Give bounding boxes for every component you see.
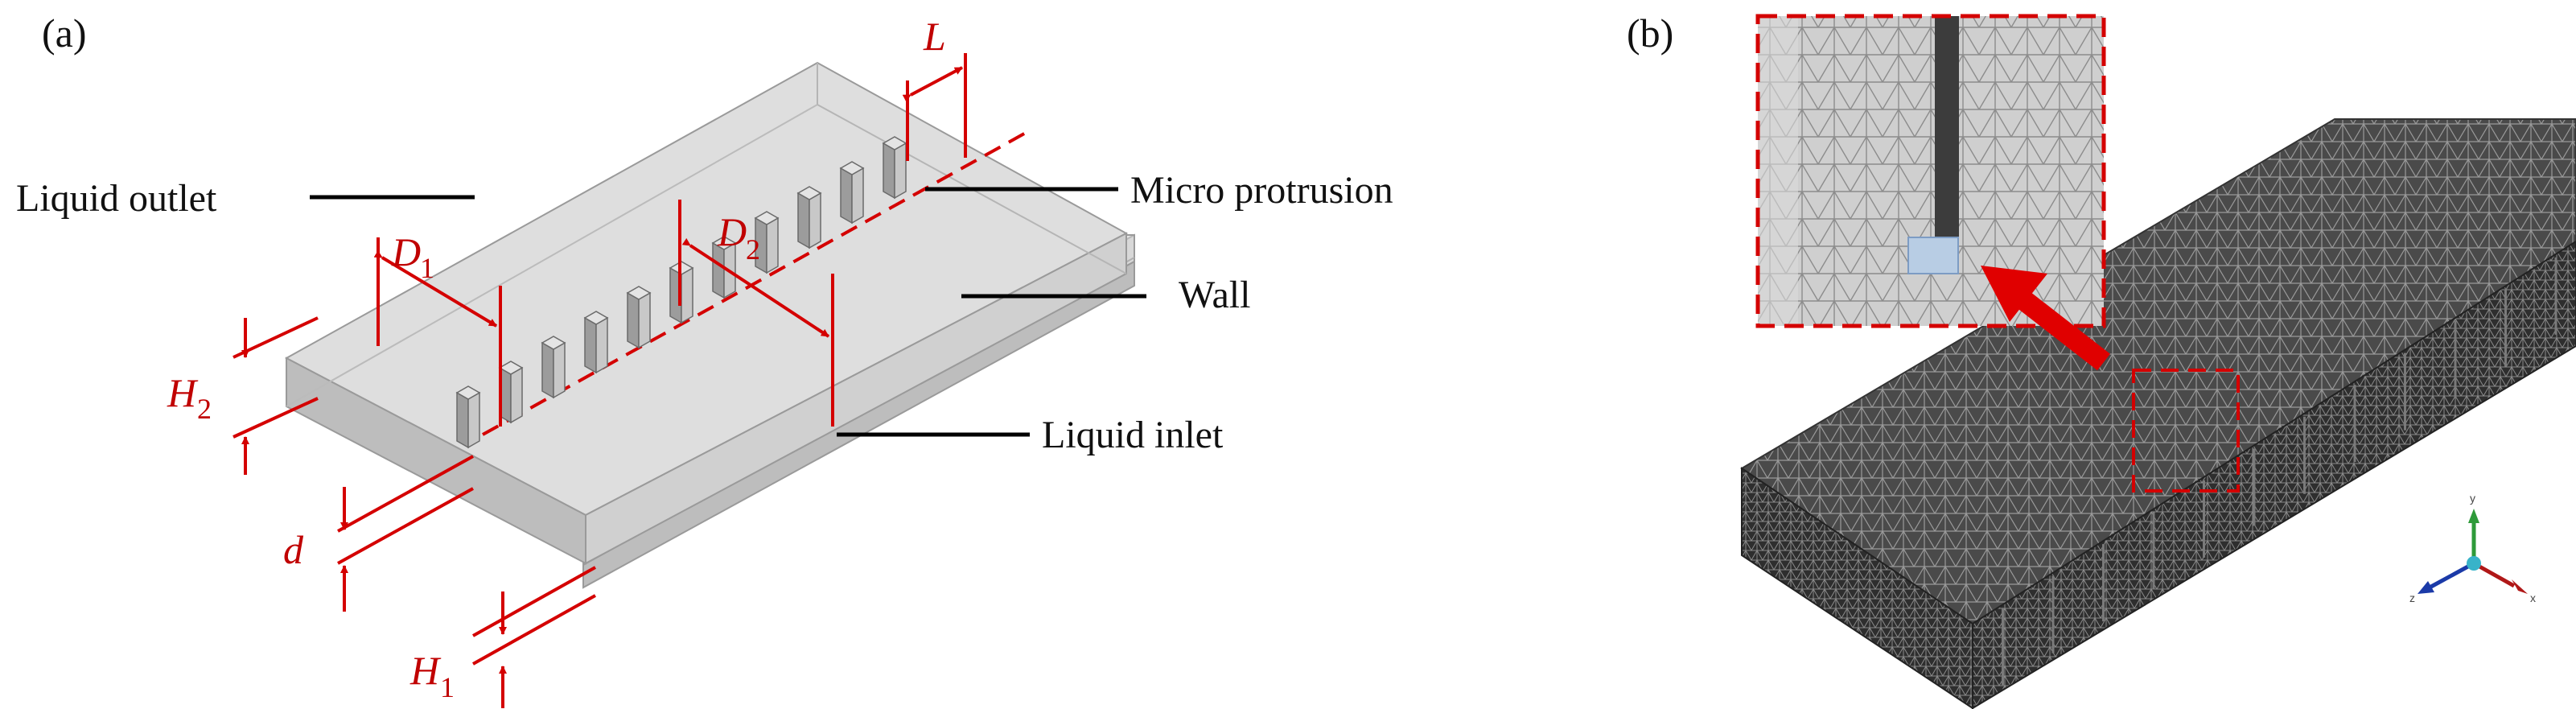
micro-protrusion-pillar — [583, 311, 609, 374]
micro-protrusion-pillar — [541, 336, 566, 399]
zoom-region — [2132, 369, 2240, 493]
panel-a-label: (a) — [42, 10, 87, 56]
dim-D1-letter: D — [391, 229, 421, 274]
dim-D1-sub: 1 — [420, 252, 434, 284]
dim-D2: D 2 — [678, 200, 834, 427]
zoom-inset — [1755, 14, 2106, 328]
dim-H2-letter: H — [167, 370, 199, 415]
panel-a: (a) L — [16, 10, 1393, 708]
dim-d: d — [283, 455, 474, 612]
dim-D1: D 1 — [373, 229, 502, 427]
micro-protrusion-pillar — [796, 186, 822, 249]
mesh-block — [1740, 118, 2576, 709]
dim-H1-letter: H — [409, 648, 442, 693]
mesh-grooves — [2002, 257, 2557, 686]
label-wall: Wall — [1179, 274, 1250, 316]
dim-d-label: d — [283, 527, 304, 572]
label-micro-protrusion: Micro protrusion — [1130, 169, 1393, 212]
micro-protrusion-pillar — [882, 136, 907, 200]
panel-b-label: (b) — [1627, 10, 1673, 56]
axis-x-label: x — [2530, 592, 2536, 604]
label-liquid-outlet: Liquid outlet — [16, 177, 217, 220]
axis-z-label: z — [2409, 592, 2415, 604]
dim-H1: H 1 — [409, 566, 596, 708]
dim-D2-sub: 2 — [746, 233, 760, 266]
dim-H2-sub: 2 — [197, 393, 212, 425]
axis-y-label: y — [2470, 492, 2475, 505]
dim-H1-sub: 1 — [440, 671, 455, 703]
micro-protrusion-pillar — [455, 385, 481, 449]
zoom-arrow — [1981, 266, 2110, 371]
micro-protrusion-pillar — [498, 361, 524, 424]
dim-L: L — [902, 14, 967, 161]
micro-protrusion-pillar — [839, 161, 865, 225]
dim-H2: H 2 — [167, 316, 319, 475]
dim-D2-letter: D — [717, 209, 747, 254]
panel-b: (b) — [1627, 10, 2576, 709]
label-liquid-inlet: Liquid inlet — [1042, 414, 1224, 456]
micro-protrusion-pillar — [626, 286, 652, 349]
coordinate-triad: y z x — [2409, 492, 2536, 604]
dim-L-label: L — [923, 14, 946, 59]
